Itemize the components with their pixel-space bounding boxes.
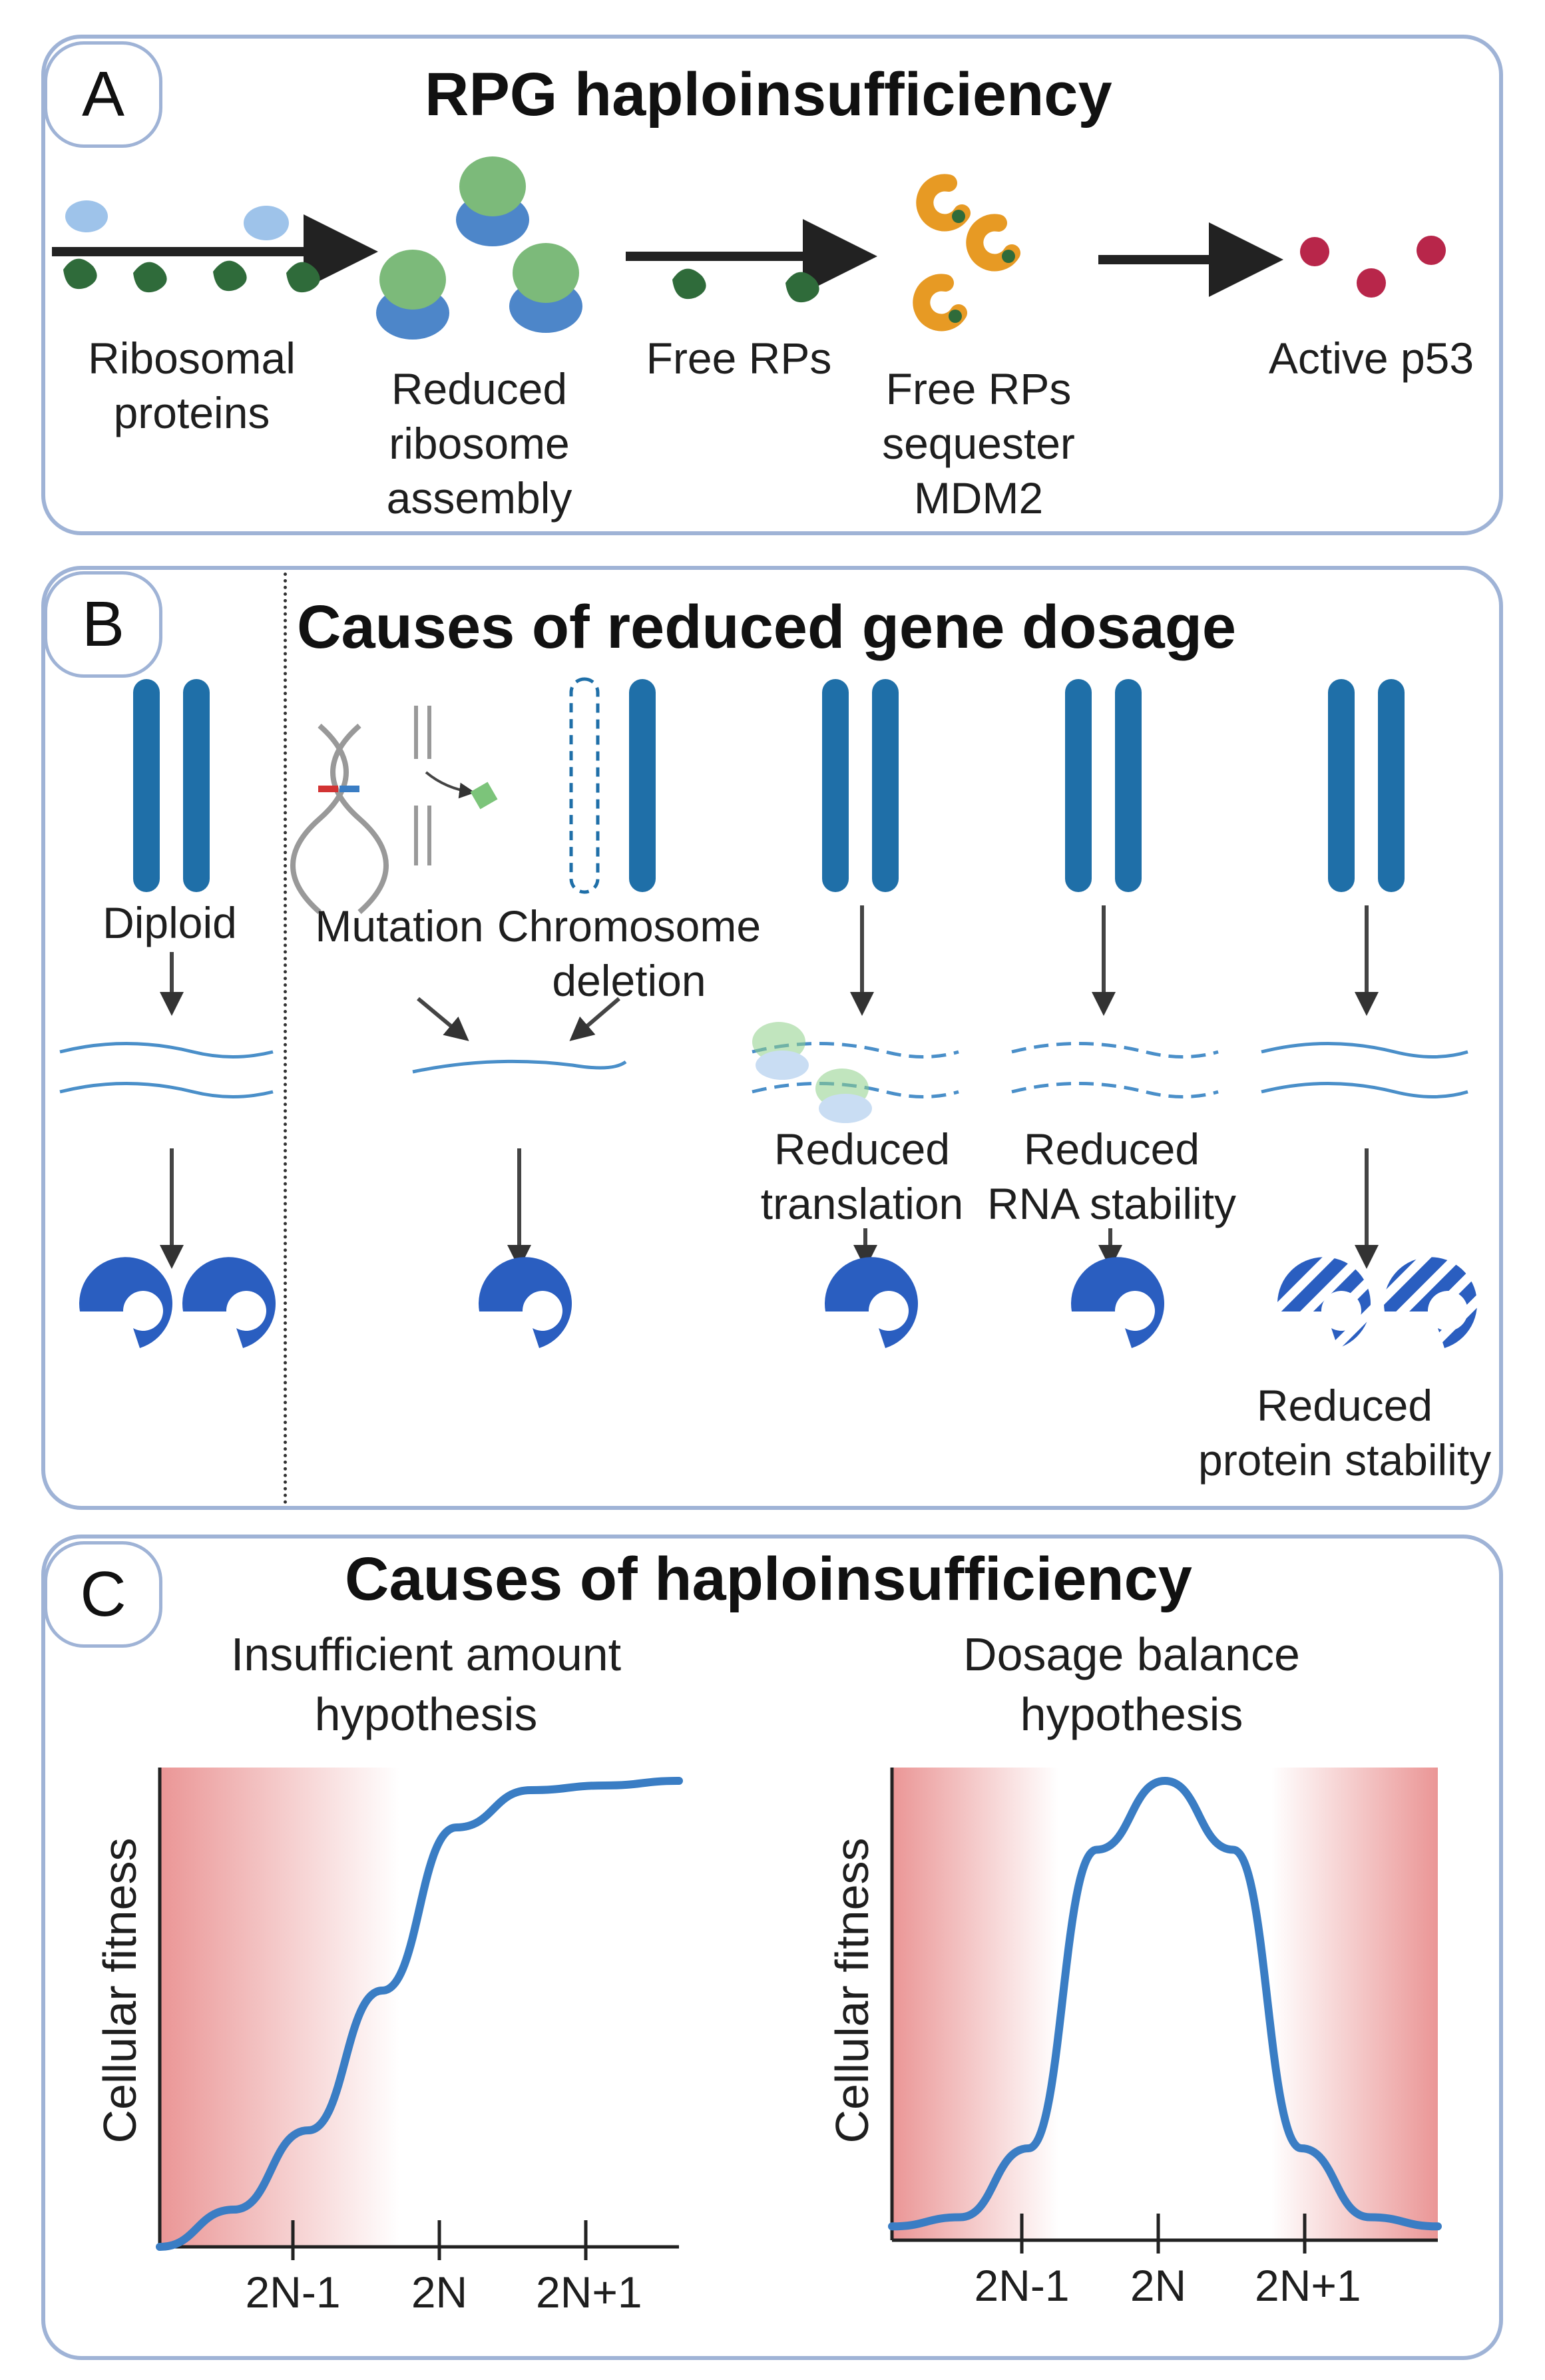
panel-b-badge: B xyxy=(44,571,162,678)
x-tick-label: 2N+1 xyxy=(1255,2261,1361,2310)
label-reduced-assembly: Reduced ribosome assembly xyxy=(386,364,572,523)
x-tick-label: 2N xyxy=(1130,2261,1187,2310)
panel-b-divider xyxy=(284,573,287,1505)
protein-icon xyxy=(79,1257,1165,1348)
risk-shade-left xyxy=(892,1768,1058,2240)
free-rp-icon xyxy=(672,268,819,303)
fitness-curve xyxy=(888,1776,1442,2231)
x-tick-label: 2N-1 xyxy=(245,2267,341,2317)
panel-c-badge: C xyxy=(44,1541,162,1648)
panel-c-title: Causes of haploinsufficiency xyxy=(345,1545,1192,1613)
label-mutation: Mutation xyxy=(315,901,484,951)
ribosomal-protein-icon xyxy=(63,258,320,293)
risk-shade-right xyxy=(1271,1768,1438,2240)
deleted-chromosome-icon xyxy=(569,677,600,894)
label-reduced-rna-stability: Reduced RNA stability xyxy=(987,1124,1237,1228)
label-active-p53: Active p53 xyxy=(1268,334,1474,383)
chart-2-title: Dosage balance hypothesis xyxy=(963,1628,1300,1740)
mdm2-icon xyxy=(913,174,1020,332)
label-free-rps: Free RPs xyxy=(646,334,832,383)
translating-ribosome-icon xyxy=(752,1022,872,1123)
label-diploid: Diploid xyxy=(103,898,237,947)
dna-icon xyxy=(290,723,389,915)
x-tick-label: 2N-1 xyxy=(974,2261,1070,2310)
panel-a-title: RPG haploinsufficiency xyxy=(425,61,1112,128)
panel-b-title: Causes of reduced gene dosage xyxy=(297,593,1237,661)
x-tick-label: 2N xyxy=(411,2267,468,2317)
unstable-protein-icon xyxy=(1277,1257,1478,1348)
chart-1-title: Insufficient amount hypothesis xyxy=(230,1628,622,1740)
label-sequester-mdm2: Free RPs sequester MDM2 xyxy=(882,364,1075,523)
gene-fragment-icon xyxy=(414,706,431,865)
chromosome-icon xyxy=(133,679,1405,892)
label-chromosome-deletion: Chromosome deletion xyxy=(497,901,762,1005)
x-tick-label: 2N+1 xyxy=(536,2267,642,2317)
label-ribosomal-proteins: Ribosomal proteins xyxy=(88,334,296,437)
fitness-curve xyxy=(156,1777,683,2251)
label-reduced-protein-stability: Reduced protein stability xyxy=(1198,1381,1492,1485)
label-reduced-translation: Reduced translation xyxy=(760,1124,964,1228)
p53-icon xyxy=(1300,236,1446,298)
ribosome-icon xyxy=(376,156,582,340)
panel-a-badge: A xyxy=(44,41,162,148)
mrna-icon xyxy=(59,1042,1468,1098)
small-subunit-icon xyxy=(65,200,289,240)
